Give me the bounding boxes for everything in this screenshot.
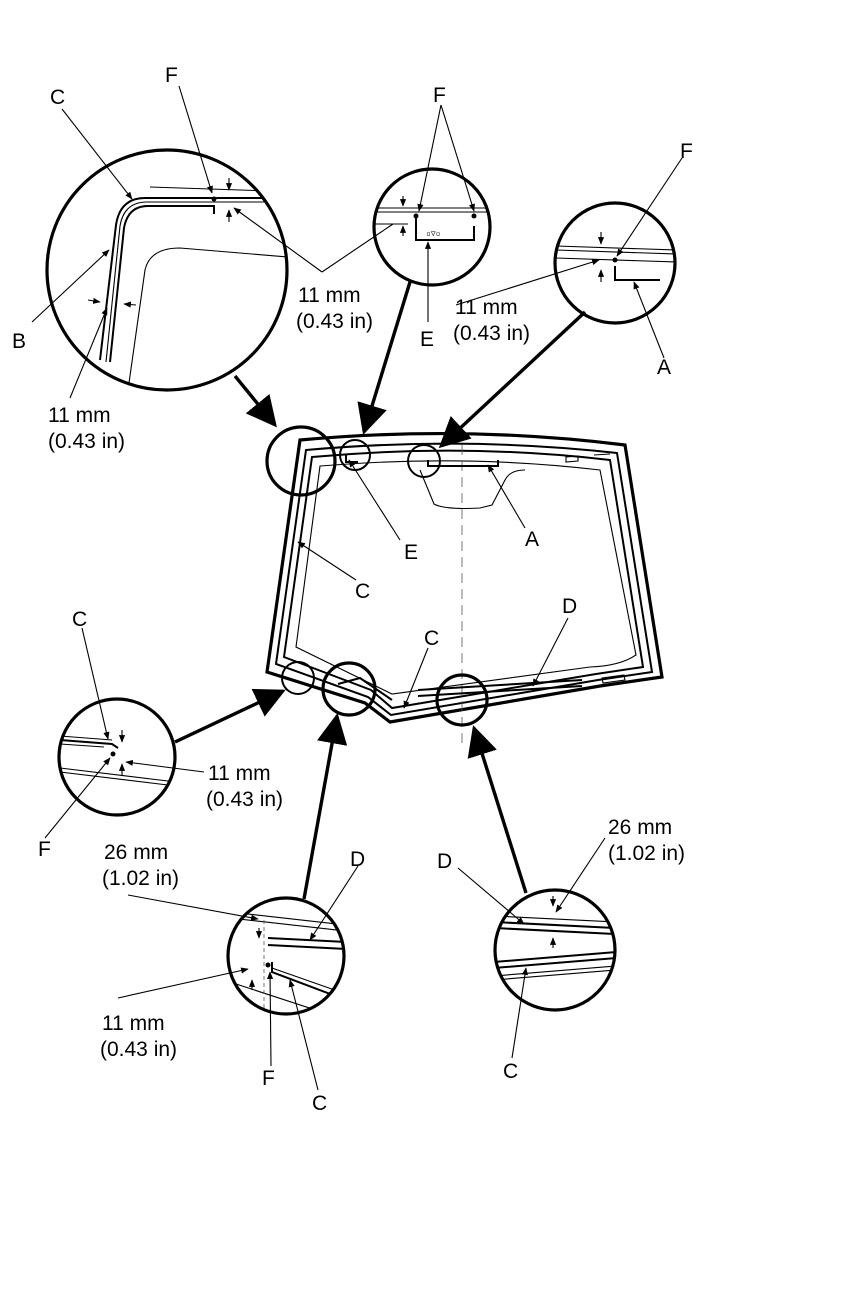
label-f-detail2: F <box>433 84 446 107</box>
label-d-detail5: D <box>350 848 365 871</box>
callout-arrows <box>174 281 587 900</box>
label-a-detail3: A <box>657 356 671 379</box>
dim-mm-detail6: 26 mm <box>608 816 672 839</box>
dim-in-detail1: (0.43 in) <box>48 430 125 453</box>
dim-in-detail3: (0.43 in) <box>453 322 530 345</box>
label-a-main: A <box>525 528 539 551</box>
dim-mm-detail1: 11 mm <box>48 404 111 427</box>
dim-mm-detail1b: 11 mm <box>298 284 361 307</box>
label-f-detail4: F <box>38 838 51 861</box>
label-e-main: E <box>404 541 418 564</box>
windshield <box>265 425 664 745</box>
detail-top-left <box>45 148 289 392</box>
dim-in-detail5b: (0.43 in) <box>100 1038 177 1061</box>
label-c-detail5: C <box>312 1092 327 1115</box>
label-d-detail6: D <box>437 850 452 873</box>
detail-mid-left <box>57 697 177 817</box>
detail-top-center: ▫▽▫ <box>372 167 492 287</box>
label-b-detail1: B <box>12 330 26 353</box>
dim-mm-detail3: 11 mm <box>455 296 518 319</box>
dim-in-detail1b: (0.43 in) <box>296 310 373 333</box>
dim-mm-detail5a: 26 mm <box>104 841 168 864</box>
detail-bottom-left <box>226 896 346 1016</box>
label-c-main-bottom: C <box>424 627 439 650</box>
label-e-detail2: E <box>420 328 434 351</box>
label-d-main: D <box>562 595 577 618</box>
dim-mm-detail4: 11 mm <box>208 762 271 785</box>
label-c-detail6: C <box>503 1060 518 1083</box>
detail-top-right <box>553 201 677 325</box>
label-f-detail3: F <box>680 140 693 163</box>
label-c-detail1: C <box>50 86 65 109</box>
dim-in-detail4: (0.43 in) <box>206 788 283 811</box>
label-f-detail1: F <box>165 64 178 87</box>
callout-labels: C F B 11 mm (0.43 in) 11 mm (0.43 in) F … <box>12 64 693 1115</box>
label-c-main-left: C <box>355 580 370 603</box>
label-c-detail4: C <box>72 608 87 631</box>
label-f-detail5: F <box>262 1067 275 1090</box>
detail-bottom-right <box>493 888 617 1012</box>
dim-in-detail5a: (1.02 in) <box>102 867 179 890</box>
dim-mm-detail5b: 11 mm <box>102 1012 165 1035</box>
leader-lines <box>31 85 683 1091</box>
svg-text:▫▽▫: ▫▽▫ <box>426 229 440 238</box>
dim-in-detail6: (1.02 in) <box>608 842 685 865</box>
